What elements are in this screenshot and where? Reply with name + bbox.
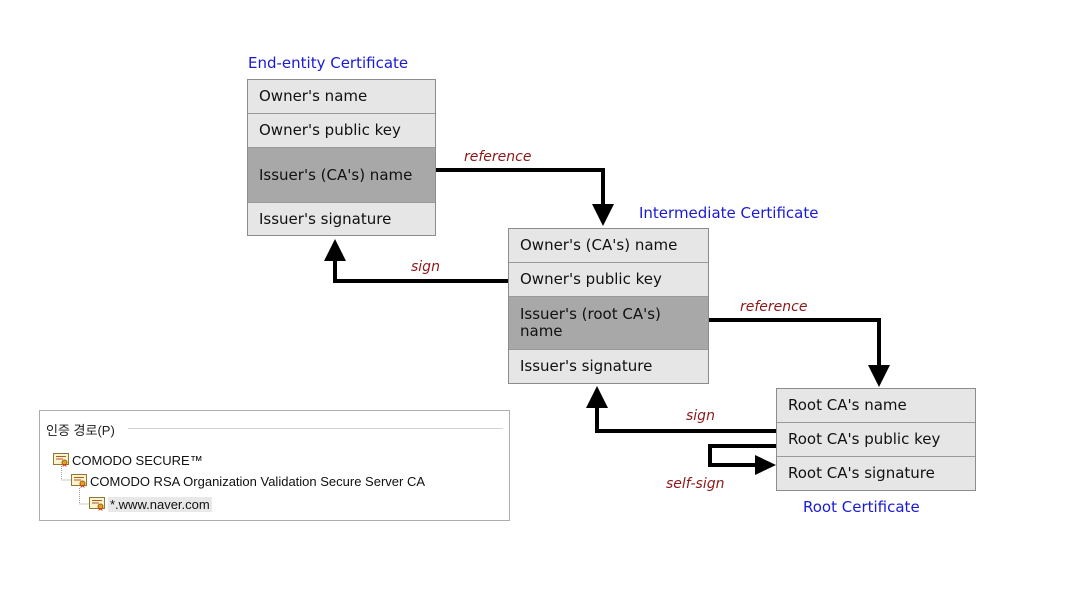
- end-entity-issuer-signature: Issuer's signature: [259, 209, 392, 228]
- end-entity-owner-name: Owner's name: [248, 80, 435, 114]
- tree-item-intermediate-label: COMODO RSA Organization Validation Secur…: [90, 473, 426, 489]
- intermediate-owner-name: Owner's (CA's) name: [509, 229, 708, 263]
- intermediate-certificate: Owner's (CA's) name Owner's public key I…: [508, 228, 709, 384]
- root-ca-name: Root CA's name: [777, 389, 975, 423]
- tree-item-end-entity-label: *.www.naver.com: [108, 496, 212, 512]
- end-entity-owner-public-key: Owner's public key: [248, 114, 435, 148]
- sign-arrow-2-head: [586, 386, 608, 408]
- self-sign-arrow-head: [755, 455, 776, 475]
- reference-arrow-2: [709, 318, 881, 367]
- intermediate-certificate-title: Intermediate Certificate: [639, 204, 819, 222]
- intermediate-owner-public-key: Owner's public key: [509, 263, 708, 297]
- root-ca-signature: Root CA's signature: [788, 464, 935, 482]
- sign-arrow-1-head: [324, 239, 346, 261]
- end-entity-issuer-name: Issuer's (CA's) name: [248, 148, 435, 203]
- legend-divider: [128, 428, 503, 429]
- root-ca-public-key: Root CA's public key: [777, 423, 975, 457]
- tree-item-end-entity[interactable]: *.www.naver.com: [89, 495, 212, 513]
- tree-item-root-label: COMODO SECURE™: [72, 452, 203, 468]
- self-sign-label: self-sign: [666, 476, 725, 492]
- reference-arrow-1-head: [592, 204, 614, 226]
- reference-arrow-2-head: [868, 365, 890, 387]
- end-entity-certificate: Owner's name Owner's public key Issuer's…: [247, 79, 436, 236]
- intermediate-issuer-signature: Issuer's signature: [520, 357, 653, 375]
- reference-arrow-1: [435, 168, 605, 206]
- reference-label-2: reference: [740, 299, 808, 315]
- sign-arrow-2: [595, 405, 776, 433]
- end-entity-certificate-title: End-entity Certificate: [248, 54, 409, 72]
- certification-path-panel: 인증 경로(P) COMODO SECURE™ COMODO RSA Organ…: [39, 410, 510, 521]
- tree-item-intermediate[interactable]: COMODO RSA Organization Validation Secur…: [71, 472, 425, 490]
- certificate-icon: [89, 497, 105, 511]
- root-certificate: Root CA's name Root CA's public key Root…: [776, 388, 976, 491]
- certificate-icon: [71, 474, 87, 488]
- sign-arrow-1: [333, 258, 509, 283]
- sign-label-1: sign: [411, 259, 440, 275]
- certificate-icon: [53, 453, 69, 467]
- tree-connector-lines: [61, 466, 89, 505]
- reference-label-1: reference: [464, 149, 532, 165]
- self-sign-arrow: [708, 444, 776, 467]
- intermediate-issuer-name: Issuer's (root CA's) name: [509, 297, 708, 350]
- sign-label-2: sign: [686, 408, 715, 424]
- root-certificate-title: Root Certificate: [803, 498, 920, 516]
- tree-item-root[interactable]: COMODO SECURE™: [53, 451, 203, 469]
- certification-path-legend: 인증 경로(P): [46, 423, 115, 438]
